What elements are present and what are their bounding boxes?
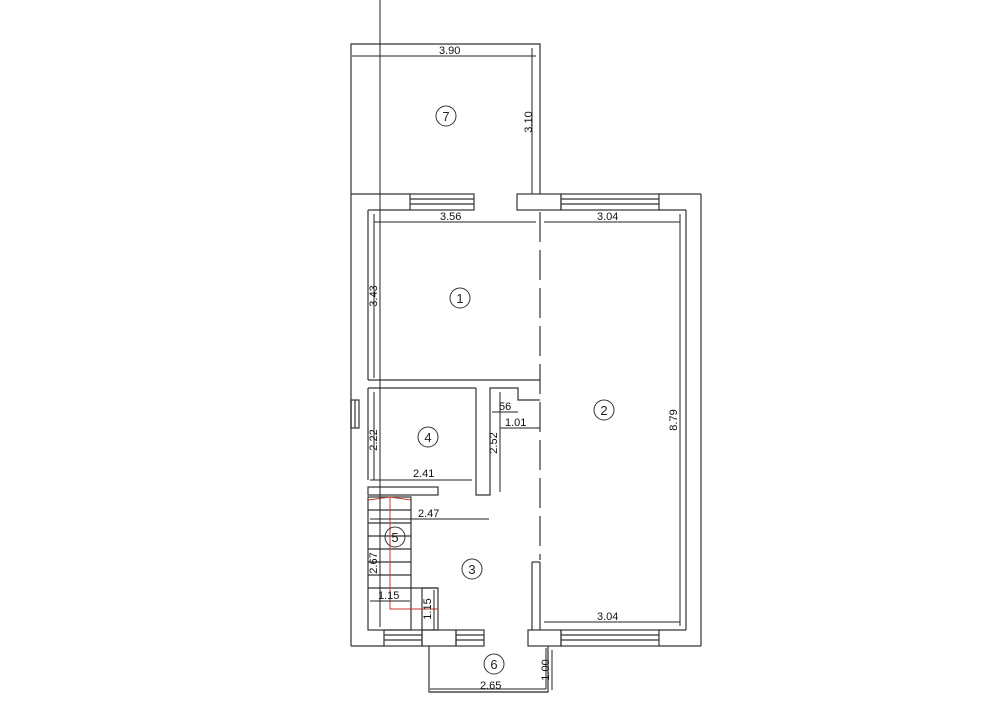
room-6-marker xyxy=(483,653,505,675)
dim-room2-width-bottom: 3.04 xyxy=(597,611,618,623)
room-2-label: 2 xyxy=(600,403,607,418)
room-3-marker xyxy=(461,558,483,580)
dim-terrace-width: 3.90 xyxy=(439,45,460,57)
dim-room4-depth: 2.22 xyxy=(368,429,380,450)
room-5-label: 5 xyxy=(391,530,398,545)
room-2-marker xyxy=(593,399,615,421)
dim-room1-width: 3.56 xyxy=(440,211,461,223)
dim-porch-width: 2.65 xyxy=(480,680,501,692)
room-1-label: 1 xyxy=(456,291,463,306)
terrace-7 xyxy=(350,43,541,194)
dim-stair-landing-d: 1.15 xyxy=(422,598,434,619)
interior-walls xyxy=(367,212,541,630)
room-7-marker xyxy=(435,105,457,127)
dimension-lines xyxy=(370,0,681,693)
dim-stair-length: 2.67 xyxy=(368,552,380,573)
dim-porch-depth: 1.00 xyxy=(540,659,552,680)
room-6-label: 6 xyxy=(490,657,497,672)
dim-closet-width: 1.01 xyxy=(505,417,526,429)
dim-terrace-depth: 3.10 xyxy=(523,111,535,132)
dim-closet-small: 56 xyxy=(499,401,511,413)
dim-closet-depth: 2.52 xyxy=(488,432,500,453)
room-4-label: 4 xyxy=(424,430,431,445)
room-3-label: 3 xyxy=(468,562,475,577)
room-1-marker xyxy=(449,287,471,309)
dim-room1-depth: 3.43 xyxy=(368,285,380,306)
dim-room2-depth: 8.79 xyxy=(668,409,680,430)
staircase xyxy=(367,496,439,631)
room-5-marker xyxy=(384,526,406,548)
room-4-marker xyxy=(417,426,439,448)
dim-room2-width-top: 3.04 xyxy=(597,211,618,223)
dim-hall-width: 2.47 xyxy=(418,508,439,520)
exterior-walls xyxy=(350,193,702,647)
dim-room4-width: 2.41 xyxy=(413,468,434,480)
dim-stair-landing-w: 1.15 xyxy=(378,590,399,602)
room-7-label: 7 xyxy=(442,109,449,124)
